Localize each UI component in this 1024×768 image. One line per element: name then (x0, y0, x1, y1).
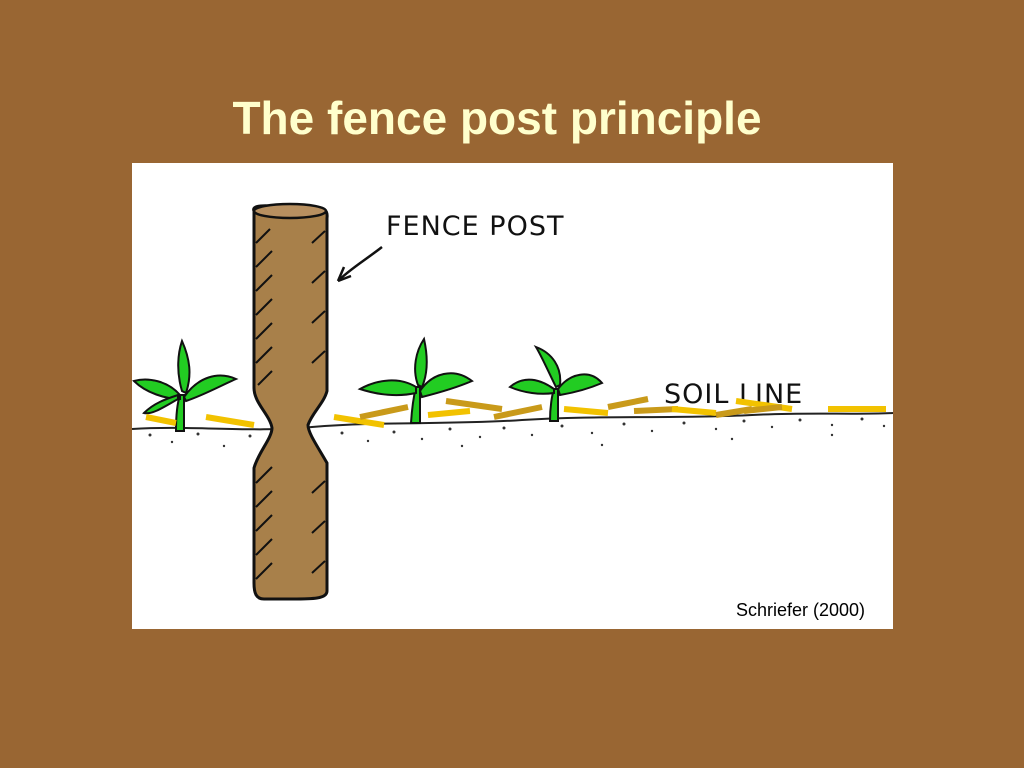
fence-post-label: FENCE POST (386, 211, 564, 242)
seedling-plant (132, 338, 239, 432)
fence-post-diagram: FENCE POST SOIL LINE (132, 202, 893, 601)
citation: Schriefer (2000) (735, 600, 865, 620)
soil-surface (132, 412, 893, 448)
seedling-plant (357, 336, 474, 424)
soil-line-dashes (145, 396, 886, 428)
seedling-plant (508, 345, 604, 422)
fence-post (252, 202, 329, 601)
diagram-panel: FENCE POST SOIL LINE (132, 163, 893, 629)
slide-title: The fence post principle (232, 92, 762, 144)
fence-post-arrow (336, 246, 383, 283)
